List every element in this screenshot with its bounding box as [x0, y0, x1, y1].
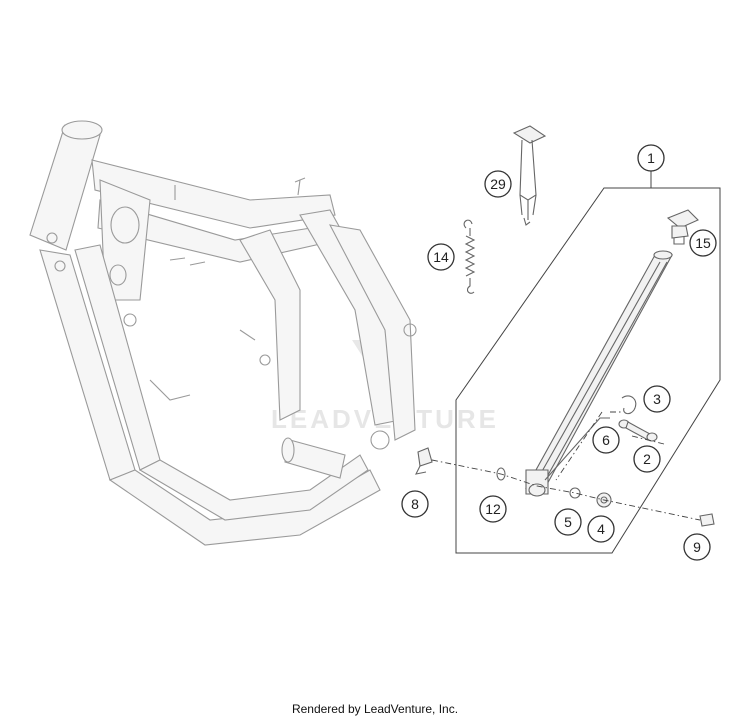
motorcycle-frame: [29, 120, 417, 546]
callout-2: 2: [633, 445, 661, 473]
callout-4-label: 4: [597, 521, 605, 537]
footer-credit: Rendered by LeadVenture, Inc.: [291, 702, 459, 716]
callout-29-label: 29: [490, 176, 506, 192]
callout-8-label: 8: [411, 496, 419, 512]
assembly-box: [455, 171, 721, 554]
callout-6: 6: [592, 426, 620, 454]
callout-1: 1: [637, 144, 665, 172]
part-3-clip: [621, 395, 637, 415]
part-12-ring: [496, 467, 506, 481]
callout-5-label: 5: [564, 514, 572, 530]
callout-15-label: 15: [695, 235, 711, 251]
callout-9-label: 9: [693, 539, 701, 555]
callout-15: 15: [689, 229, 717, 257]
part-6-bracket: [618, 419, 658, 442]
callout-3-label: 3: [653, 391, 661, 407]
callout-1-label: 1: [647, 150, 655, 166]
callout-3: 3: [643, 385, 671, 413]
callout-29: 29: [484, 170, 512, 198]
callout-14-label: 14: [433, 249, 449, 265]
part-1-side-stand: [525, 250, 673, 497]
leader-lines: [431, 411, 701, 521]
part-9-screw: [699, 513, 715, 527]
callout-2-label: 2: [643, 451, 651, 467]
part-29-tool: [512, 125, 547, 226]
callout-8: 8: [401, 490, 429, 518]
callout-6-label: 6: [602, 432, 610, 448]
part-5-washer: [569, 487, 581, 499]
part-8-pin: [415, 447, 433, 475]
part-14-spring: [463, 219, 476, 294]
callout-12-label: 12: [485, 501, 501, 517]
part-15-rubber-foot: [666, 209, 699, 245]
callout-14: 14: [427, 243, 455, 271]
callout-4: 4: [587, 515, 615, 543]
callout-9: 9: [683, 533, 711, 561]
callout-5: 5: [554, 508, 582, 536]
callout-12: 12: [479, 495, 507, 523]
